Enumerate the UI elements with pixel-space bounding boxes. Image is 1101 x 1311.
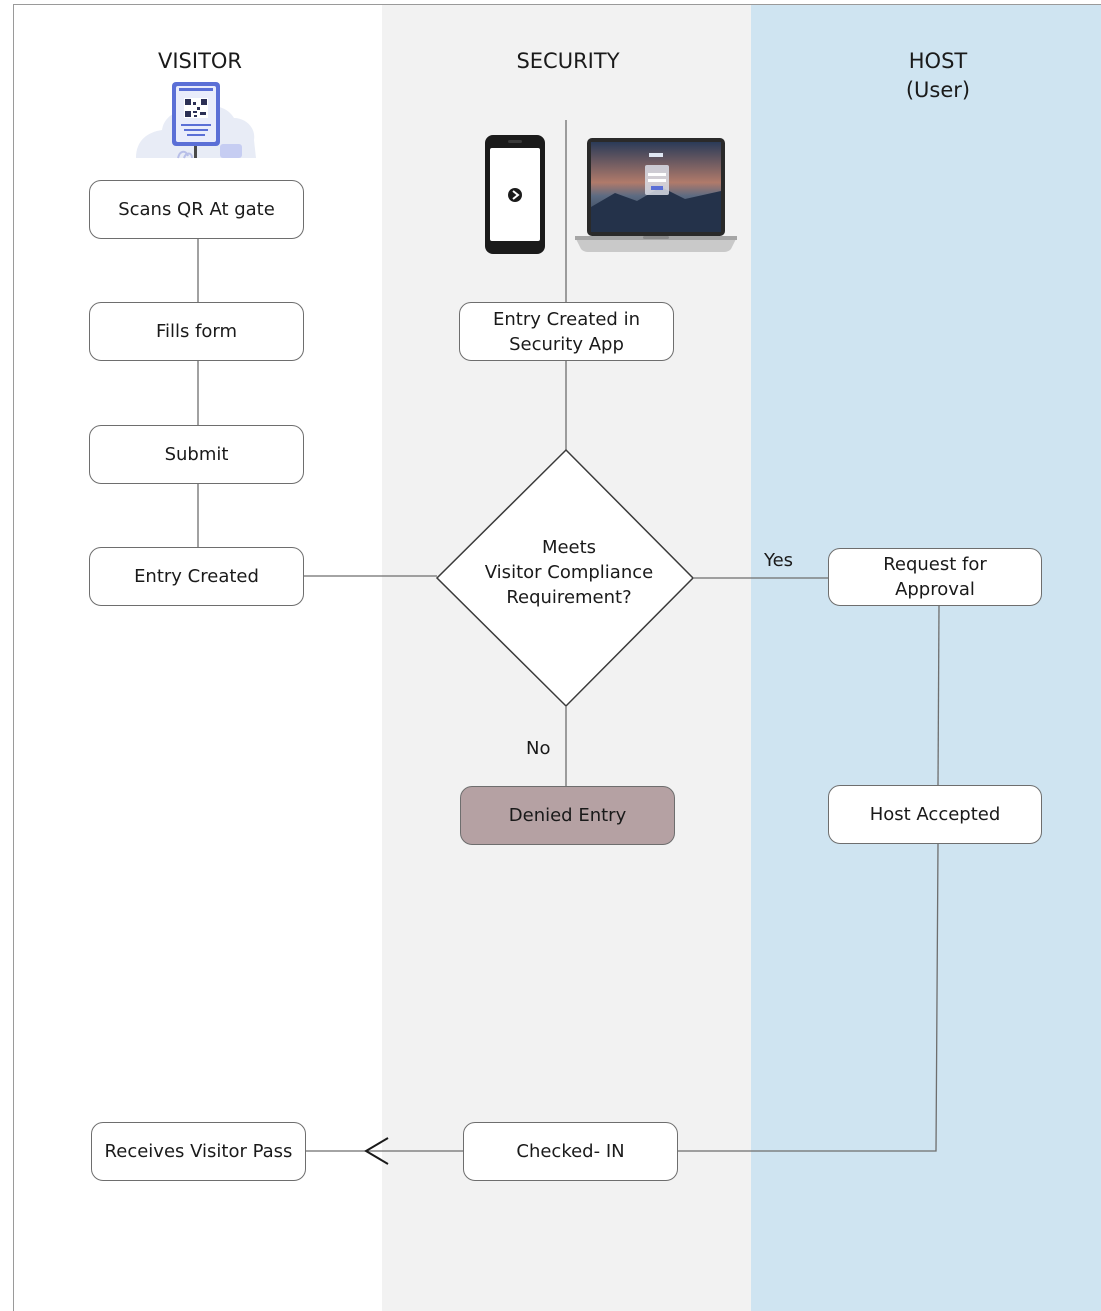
lane-title-host-main: HOST (908, 49, 968, 73)
decision-text: Meets Visitor Compliance Requirement? (466, 535, 672, 610)
node-entry-created-security: Entry Created in Security App (459, 302, 674, 361)
lane-title-visitor: VISITOR (157, 49, 243, 73)
lane-title-security: SECURITY (516, 49, 620, 73)
node-receives-visitor-pass: Receives Visitor Pass (91, 1122, 306, 1181)
decision-text-line1: Meets (541, 537, 597, 558)
lane-host (751, 4, 1101, 1311)
node-scan-qr: Scans QR At gate (89, 180, 304, 239)
node-request-approval-line2: Approval (895, 579, 975, 600)
node-fills-form: Fills form (89, 302, 304, 361)
node-entry-created: Entry Created (89, 547, 304, 606)
node-submit: Submit (89, 425, 304, 484)
smartphone-icon (485, 135, 545, 254)
edge-label-no: No (526, 738, 551, 759)
qr-kiosk-icon (136, 82, 256, 159)
node-request-approval: Request for Approval (828, 548, 1042, 606)
node-entry-created-security-line1: Entry Created in (493, 308, 640, 330)
lane-title-host-sub: (User) (905, 78, 971, 102)
node-host-accepted: Host Accepted (828, 785, 1042, 844)
decision-text-line3: Requirement? (506, 587, 632, 608)
lane-title-host: HOST (User) (878, 47, 998, 105)
node-denied-entry: Denied Entry (460, 786, 675, 845)
edge-request-to-accepted (937, 605, 940, 786)
laptop-icon (575, 138, 737, 252)
node-checked-in: Checked- IN (463, 1122, 678, 1181)
decision-text-line2: Visitor Compliance (484, 562, 654, 583)
arrowhead-left-icon (364, 1137, 389, 1165)
node-entry-created-security-line2: Security App (509, 333, 624, 355)
node-request-approval-line1: Request for (883, 554, 987, 575)
edge-label-yes: Yes (764, 550, 794, 571)
edge-accepted-to-checkin (677, 843, 939, 1152)
